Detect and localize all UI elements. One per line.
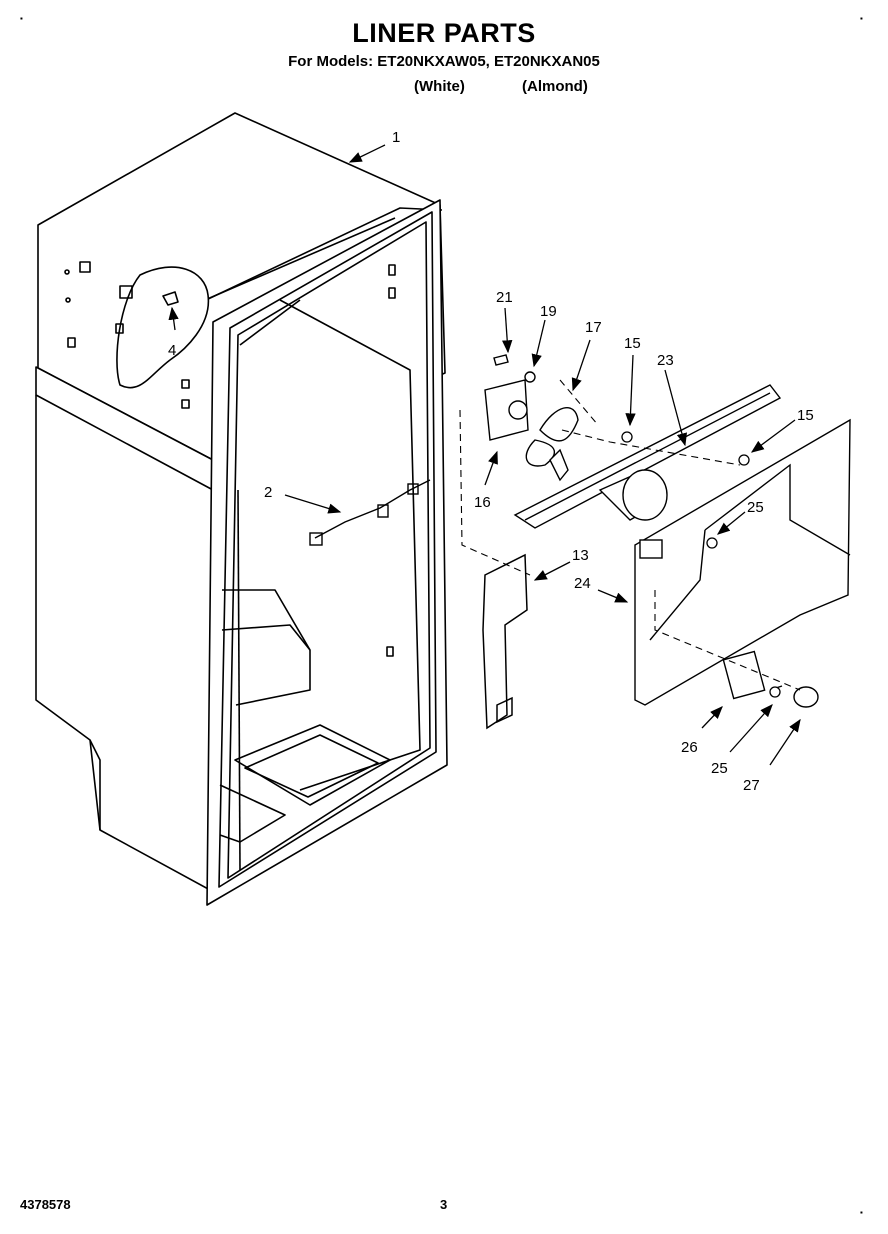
callout-24: 24: [574, 575, 591, 592]
callout-25-top: 25: [747, 499, 764, 516]
models-line: For Models: ET20NKXAW05, ET20NKXAN05: [288, 53, 600, 70]
corner-mark-top-left: ▪: [20, 14, 23, 23]
callout-labels: 1 4 2 13 21 19 17 15 23 15 16 25 24 26 2…: [168, 129, 814, 794]
callout-21: 21: [496, 289, 513, 306]
callout-15-right: 15: [797, 407, 814, 424]
callout-19: 19: [540, 303, 557, 320]
callout-15-top: 15: [624, 335, 641, 352]
alignment-lines: [459, 379, 801, 691]
color-almond: (Almond): [522, 78, 588, 95]
callout-13: 13: [572, 547, 589, 564]
callout-2: 2: [264, 484, 272, 501]
callout-23: 23: [657, 352, 674, 369]
corner-mark-bottom-right: ▪: [860, 1208, 863, 1217]
callout-1: 1: [392, 129, 400, 146]
callout-27: 27: [743, 777, 760, 794]
grille-part-23: [513, 384, 782, 529]
document-number: 4378578: [20, 1197, 71, 1212]
evaporator-cover-part-24: [634, 418, 851, 708]
page-title: LINER PARTS: [352, 18, 536, 48]
fan-motor-assembly: [484, 354, 579, 482]
callout-17: 17: [585, 319, 602, 336]
callout-26: 26: [681, 739, 698, 756]
color-variants: (White) (Almond): [0, 78, 888, 98]
wire-harness-part-2: [309, 479, 431, 546]
callout-16: 16: [474, 494, 491, 511]
liner-cabinet: [35, 112, 448, 906]
air-duct-part-13: [482, 553, 528, 730]
color-white: (White): [414, 78, 465, 95]
screws: [621, 431, 781, 698]
corner-mark-top-right: ▪: [860, 14, 863, 23]
callout-4: 4: [168, 342, 176, 359]
leader-arrows: [168, 144, 801, 766]
callout-25-bottom: 25: [711, 760, 728, 777]
page-number: 3: [440, 1197, 448, 1212]
